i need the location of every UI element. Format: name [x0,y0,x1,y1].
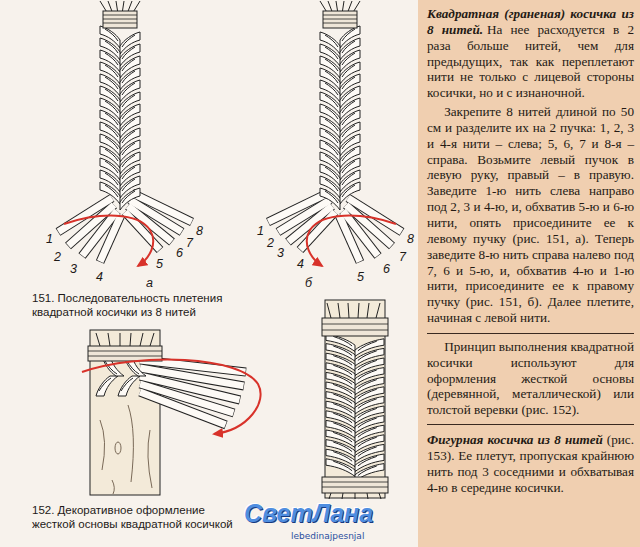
callout-number: 1 [46,232,53,246]
callout-number: 2 [54,250,61,264]
callout-number: 1 [257,224,264,238]
callout-number: 8 [196,224,203,238]
callout-number: 5 [156,257,163,271]
paragraph: Фигурная косичка из 8 нитей(рис. 153). Е… [427,432,634,495]
callout-number: 4 [297,257,304,271]
braid-figure-b [268,1,402,266]
callout-number: 8 [407,232,414,246]
callout-number: 3 [277,246,284,260]
figure-letter: а [146,276,153,290]
callout-number: 7 [399,250,406,264]
figure-caption: 151. Последовательность плетения квадрат… [32,291,252,319]
callout-number: 5 [357,270,364,284]
pole-right [322,300,388,499]
callout-number: 6 [176,246,183,260]
braid-figure-a [58,1,192,266]
callout-number: 4 [96,270,103,284]
figure-letter: б [305,276,312,290]
text-column: Квадратная (граненая) косичка из 8 нитей… [427,6,634,495]
body-text: Принцип выполнения квадратной косички ис… [427,339,634,417]
callout-number: 6 [383,262,390,276]
paragraph: Квадратная (граненая) косичка из 8 нитей… [427,6,634,101]
callout-number: 7 [186,236,193,250]
callout-number: 3 [70,262,77,276]
section-heading: Фигурная косичка из 8 нитей [427,432,603,447]
watermark-url: lebedinajpesnjal [291,531,364,542]
paragraph: Закрепите 8 нитей длиной по 50 см и разд… [427,104,634,326]
callout-number: 2 [267,236,274,250]
pole-left [82,330,261,495]
paragraph: Принцип выполнения квадратной косички ис… [427,333,634,425]
body-text: Закрепите 8 нитей длиной по 50 см и разд… [427,104,634,325]
figure-caption: 152. Декоративное оформление жесткой осн… [32,503,240,531]
text-panel: Квадратная (граненая) косичка из 8 нитей… [418,0,640,547]
watermark: СветЛана [244,499,373,527]
